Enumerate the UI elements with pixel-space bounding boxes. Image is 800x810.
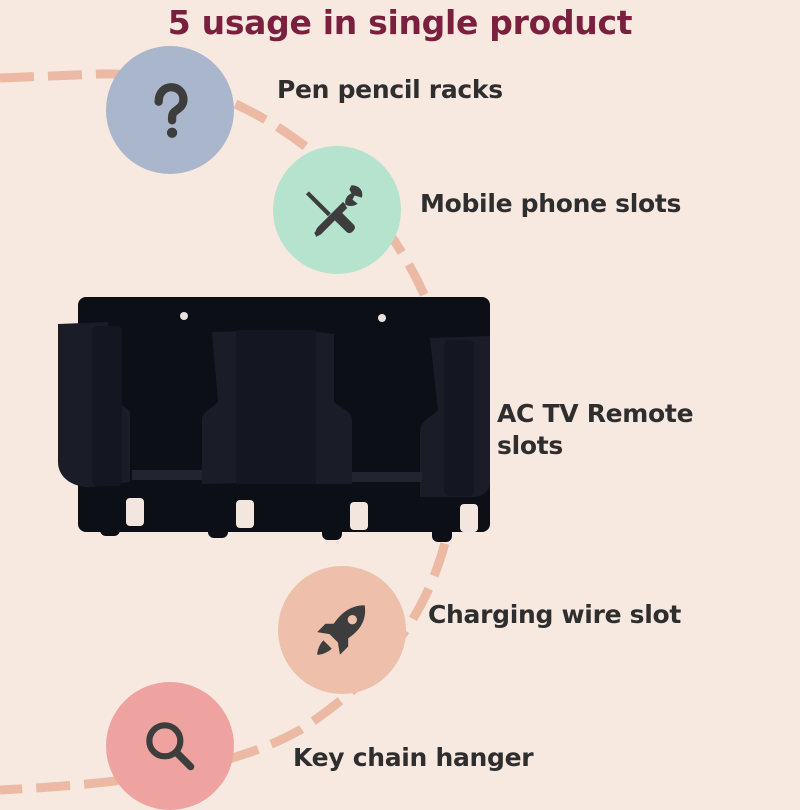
question-icon (154, 83, 188, 138)
usage-label-mobile-phone: Mobile phone slots (420, 189, 682, 218)
page-title: 5 usage in single product (167, 3, 633, 42)
usage-circle-pen-pencil (106, 46, 234, 174)
usage-label-key-chain: Key chain hanger (293, 743, 534, 772)
usage-circle-charging-wire (278, 566, 406, 694)
usage-circle-key-chain (106, 682, 234, 810)
usage-circle-mobile-phone (273, 146, 401, 274)
usage-label-pen-pencil: Pen pencil racks (277, 75, 503, 104)
usage-label-ac-tv-remote-line1: AC TV Remote (497, 399, 694, 428)
product-image-wall-holder (58, 297, 490, 542)
usage-label-ac-tv-remote-line2: slots (497, 431, 563, 460)
usage-label-ac-tv-remote: AC TV Remote slots (497, 398, 694, 462)
usage-label-charging-wire: Charging wire slot (428, 600, 682, 629)
search-icon (146, 722, 195, 771)
rocket-icon (317, 605, 366, 655)
tools-icon (306, 185, 363, 237)
